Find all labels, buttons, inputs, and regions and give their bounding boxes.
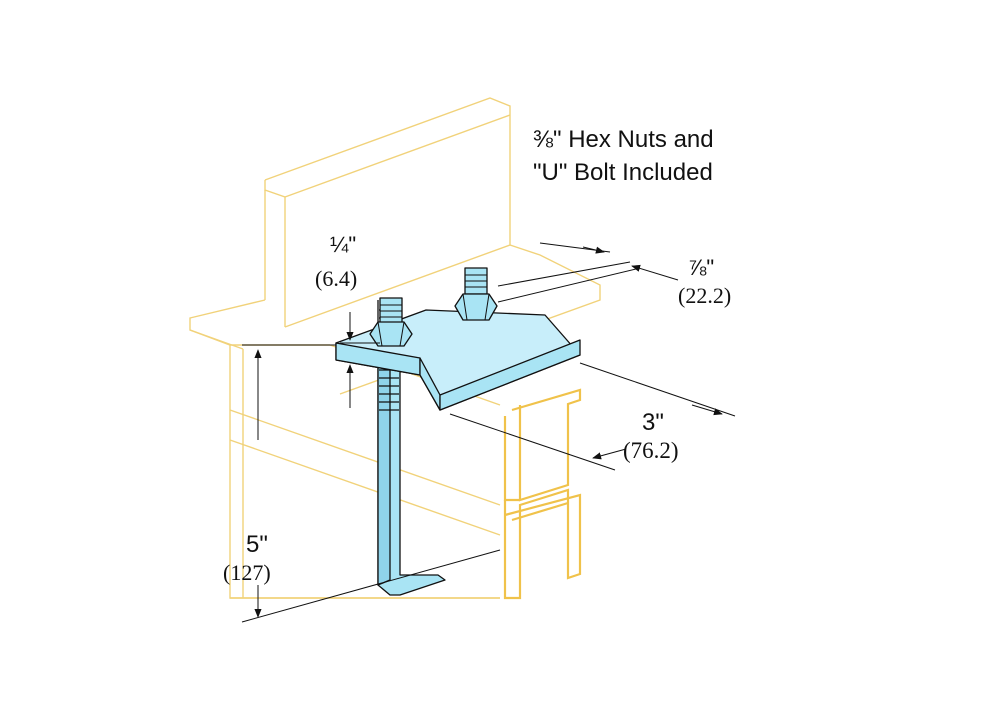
hex-nut-right xyxy=(454,267,498,321)
thickness-label-in: ¼" xyxy=(330,232,356,257)
clamp-plate xyxy=(335,309,581,411)
thickness-label-mm: (6.4) xyxy=(315,266,357,291)
height-label-mm: (127) xyxy=(223,560,271,585)
i-beam-outline xyxy=(189,97,601,395)
width-label-mm: (76.2) xyxy=(623,438,679,463)
height-dimension xyxy=(241,344,501,623)
lip-label-mm: (22.2) xyxy=(678,283,731,308)
hardware-note-line1: ⅜" Hex Nuts and xyxy=(533,126,714,153)
width-label-in: 3" xyxy=(642,409,664,436)
lip-dimension xyxy=(497,242,679,303)
thickness-dimension xyxy=(340,312,380,408)
hex-nut-left xyxy=(369,297,413,347)
width-dimension xyxy=(449,362,736,471)
hardware-note-line2: "U" Bolt Included xyxy=(533,159,713,186)
lip-label-in: ⅞" xyxy=(688,255,714,280)
strut-channel-profile xyxy=(503,388,582,600)
height-label-in: 5" xyxy=(246,531,268,558)
